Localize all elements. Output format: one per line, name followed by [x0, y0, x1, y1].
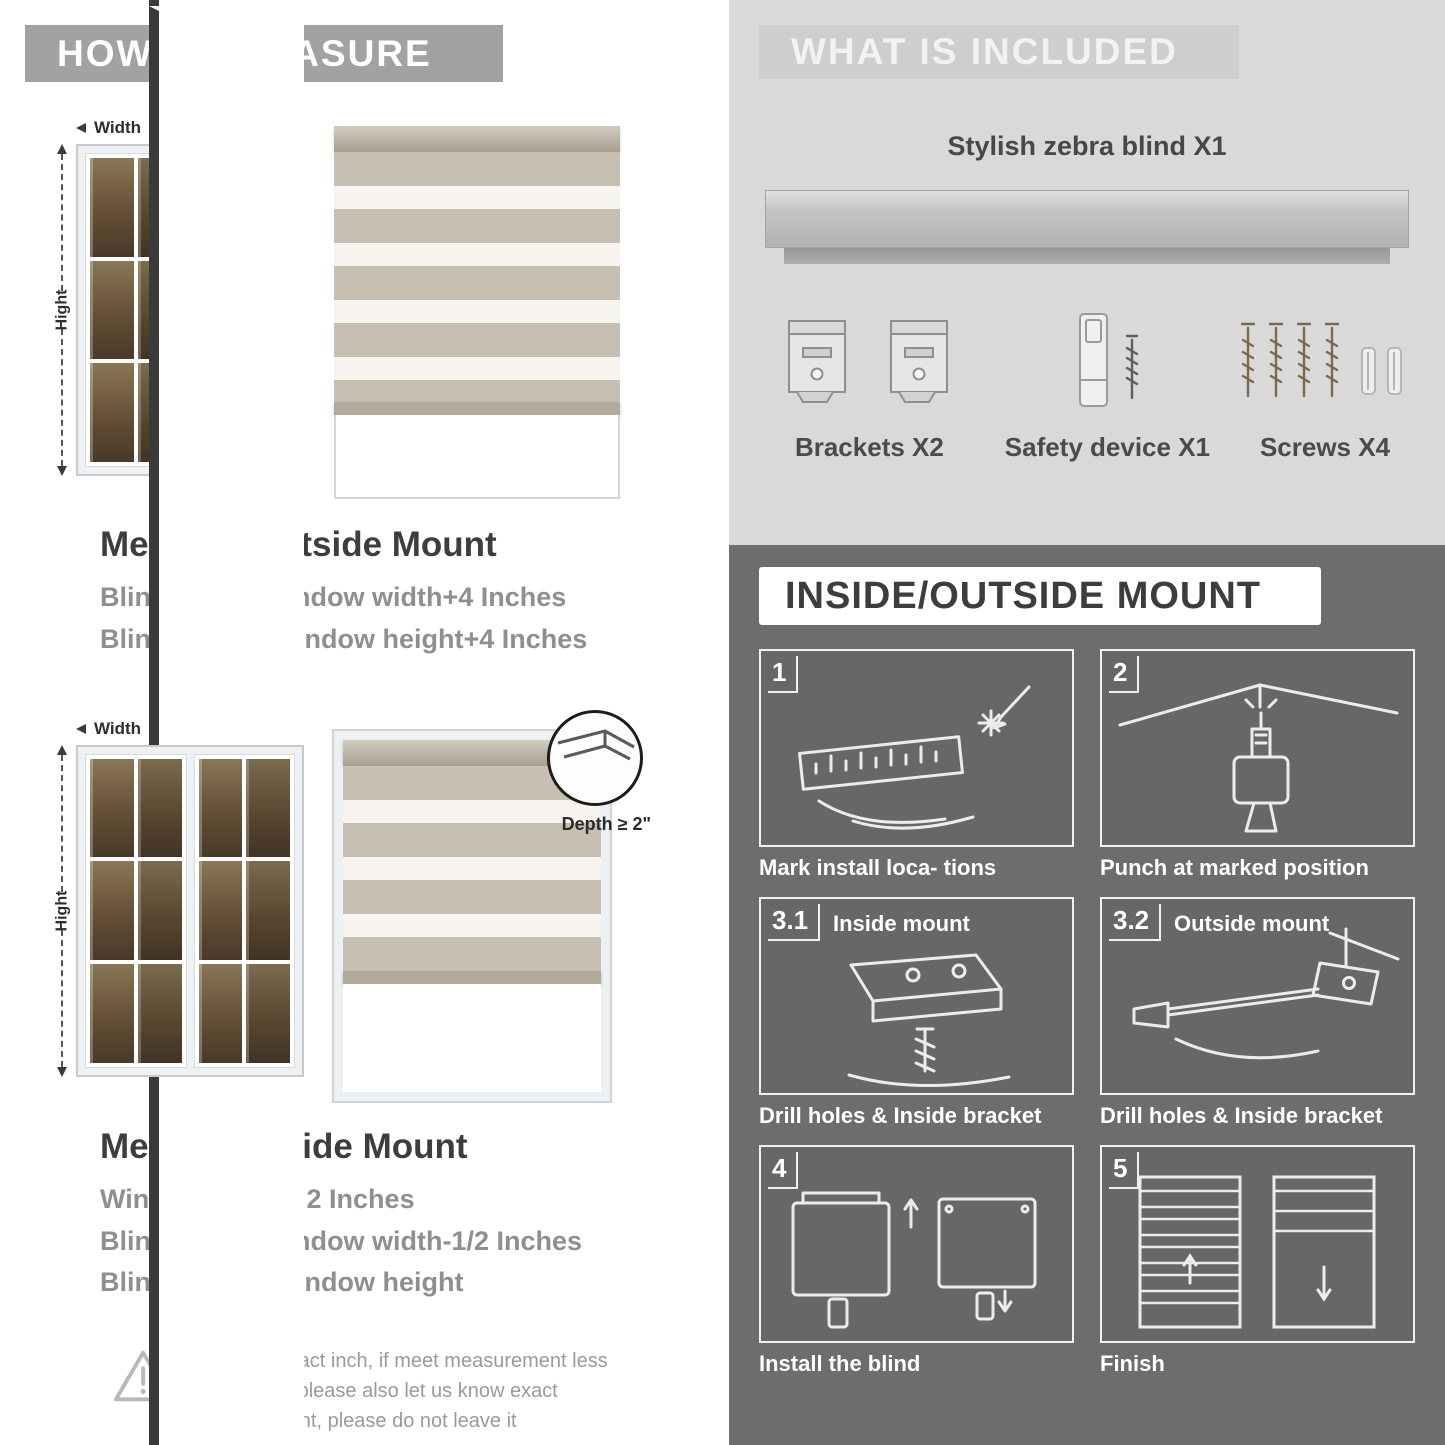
height-arrow: Hight — [48, 144, 76, 476]
what-is-included-banner: WHAT IS INCLUDED — [759, 25, 1239, 79]
step-3-1-title: Inside mount — [833, 911, 970, 936]
depth-callout-label: Depth ≥ 2" — [561, 813, 651, 834]
step-3-2-title: Outside mount — [1174, 911, 1330, 936]
step-1-panel: 1 — [759, 649, 1074, 847]
mount-instructions-section: INSIDE/OUTSIDE MOUNT 1 — [729, 545, 1445, 1445]
what-is-included-section: WHAT IS INCLUDED Stylish zebra blind X1 — [729, 0, 1445, 545]
drill-illustration — [1118, 683, 1399, 833]
screws-label: Screws X4 — [1259, 432, 1391, 462]
window-below-blind — [334, 415, 620, 499]
mount-steps-grid: 1 Mark install l — [759, 649, 1445, 1377]
step-2-panel: 2 — [1100, 649, 1415, 847]
step-3-2-caption: Drill holes & Inside bracket — [1100, 1103, 1383, 1128]
outside-bracket-illustration — [1132, 927, 1400, 1060]
window-below-blind — [343, 983, 601, 1092]
screws-icon — [1240, 322, 1402, 398]
width-label: Width — [94, 718, 142, 738]
how-to-measure-section: HOW TO MEASURE Width Hight — [25, 0, 723, 1445]
step-3-1: 3.1 Inside mount — [759, 897, 1074, 1129]
step-4-caption: Install the blind — [759, 1351, 921, 1376]
zebra-stripes — [343, 765, 601, 971]
step-3-2-panel: 3.2 Outside mount — [1100, 897, 1415, 1095]
step-5-panel: 5 — [1100, 1145, 1415, 1343]
depth-callout-circle — [547, 709, 643, 806]
step-1-caption: Mark install loca- tions — [759, 855, 997, 880]
zebra-blind-headrail — [765, 190, 1409, 264]
window-photo — [76, 744, 304, 1077]
included-item-screws: Screws X4 — [1223, 306, 1427, 463]
brackets-icon — [788, 320, 949, 403]
outside-mount-blind-figure — [334, 126, 620, 499]
window-measure-figure-2: Width Hight — [48, 6, 304, 1445]
inside-mount-figures: Width Hight — [48, 6, 723, 1445]
step-4-panel: 4 — [759, 1145, 1074, 1343]
mark-locations-illustration — [798, 685, 1031, 830]
step-3-1-number: 3.1 — [768, 904, 821, 941]
included-items: Brackets X2 — [747, 306, 1427, 463]
mount-banner: INSIDE/OUTSIDE MOUNT — [759, 567, 1321, 625]
step-3-1-caption: Drill holes & Inside bracket — [759, 1103, 1042, 1128]
zebra-stripes — [334, 152, 620, 402]
install-blind-illustration — [791, 1191, 1037, 1329]
inside-mount-blind-figure: Depth ≥ 2" — [332, 709, 651, 1103]
step-2: 2 — [1100, 649, 1415, 881]
step-1: 1 Mark install l — [759, 649, 1074, 881]
brackets-label: Brackets X2 — [794, 432, 944, 462]
step-3-2-number: 3.2 — [1109, 904, 1162, 941]
step-5-caption: Finish — [1100, 1351, 1165, 1376]
step-3-1-panel: 3.1 Inside mount — [759, 897, 1074, 1095]
step-5: 5 — [1100, 1145, 1415, 1377]
step-2-caption: Punch at marked position — [1100, 855, 1369, 880]
included-item-brackets: Brackets X2 — [747, 306, 992, 463]
safety-device-icon — [1079, 313, 1139, 407]
height-label: Hight — [53, 890, 70, 932]
included-item-safety-device: Safety device X1 — [992, 306, 1223, 463]
inside-bracket-illustration — [847, 953, 1011, 1088]
step-4-number: 4 — [768, 1152, 799, 1189]
blind-bottom-rail — [334, 402, 620, 415]
step-2-number: 2 — [1109, 656, 1140, 693]
width-arrow: Width — [76, 6, 304, 1445]
step-1-number: 1 — [768, 656, 799, 693]
right-section: WHAT IS INCLUDED Stylish zebra blind X1 — [723, 0, 1445, 1445]
step-5-number: 5 — [1109, 1152, 1140, 1189]
step-4: 4 — [759, 1145, 1074, 1377]
product-title: Stylish zebra blind X1 — [947, 131, 1227, 161]
width-label: Width — [94, 118, 142, 137]
blind-headrail — [334, 126, 620, 152]
height-arrow: Hight — [48, 744, 76, 1077]
finish-illustration — [1138, 1175, 1376, 1329]
height-label: Hight — [53, 289, 70, 331]
safety-device-label: Safety device X1 — [1004, 432, 1210, 462]
step-3-2: 3.2 Outside mount — [1100, 897, 1415, 1129]
blind-bottom-rail — [343, 970, 601, 984]
